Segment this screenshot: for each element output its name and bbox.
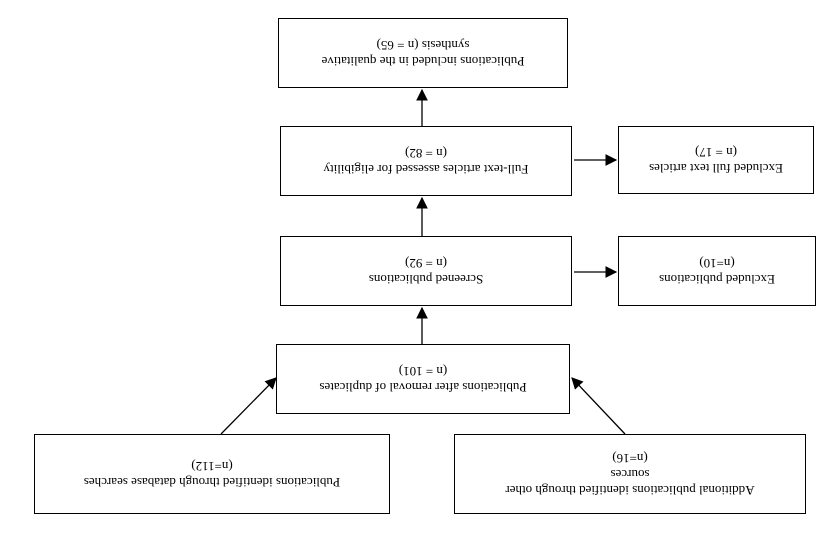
box-fulltext-line2: (n = 82) xyxy=(405,146,447,161)
box-fulltext-line1: Full-text articles assessed for eligibil… xyxy=(323,162,529,177)
box-excluded-fulltext-line1: Excluded full text articles xyxy=(649,161,783,176)
box-excluded-fulltext-line2: (n = 17) xyxy=(695,145,737,160)
box-screened-line1: Screened publications xyxy=(368,272,484,287)
box-screened-line2: (n = 92) xyxy=(405,256,447,271)
box-after-duplicates-line1: Publications after removal of duplicates xyxy=(319,380,527,395)
box-screened-publications: Screened publications (n = 92) xyxy=(280,236,572,306)
box-database-line2: (n=112) xyxy=(191,459,233,474)
box-other-line2: sources xyxy=(610,467,650,482)
box-excluded-publications: Excluded publications (n=10) xyxy=(618,236,816,306)
box-database-line1: Publications identified through database… xyxy=(83,475,341,490)
box-other-sources: Additional publications identified throu… xyxy=(454,434,806,514)
box-after-duplicates: Publications after removal of duplicates… xyxy=(276,344,570,414)
box-excluded-fulltext: Excluded full text articles (n = 17) xyxy=(618,126,814,194)
box-included-synthesis: Publications included in the qualitative… xyxy=(278,18,568,88)
arrow-database-to-deduplicated xyxy=(220,377,277,435)
box-included-line1: Publications included in the qualitative xyxy=(321,54,525,69)
box-excluded-line2: (n=10) xyxy=(699,256,735,271)
box-other-line1: Additional publications identified throu… xyxy=(505,483,755,498)
box-fulltext-assessed: Full-text articles assessed for eligibil… xyxy=(280,126,572,196)
box-other-line3: (n=16) xyxy=(612,451,648,466)
arrow-other-to-deduplicated xyxy=(571,377,626,435)
box-excluded-line1: Excluded publications xyxy=(659,272,775,287)
box-included-line2: synthesis (n = 65) xyxy=(376,38,470,53)
box-after-duplicates-line2: (n = 101) xyxy=(398,364,448,379)
box-database-searches: Publications identified through database… xyxy=(34,434,390,514)
